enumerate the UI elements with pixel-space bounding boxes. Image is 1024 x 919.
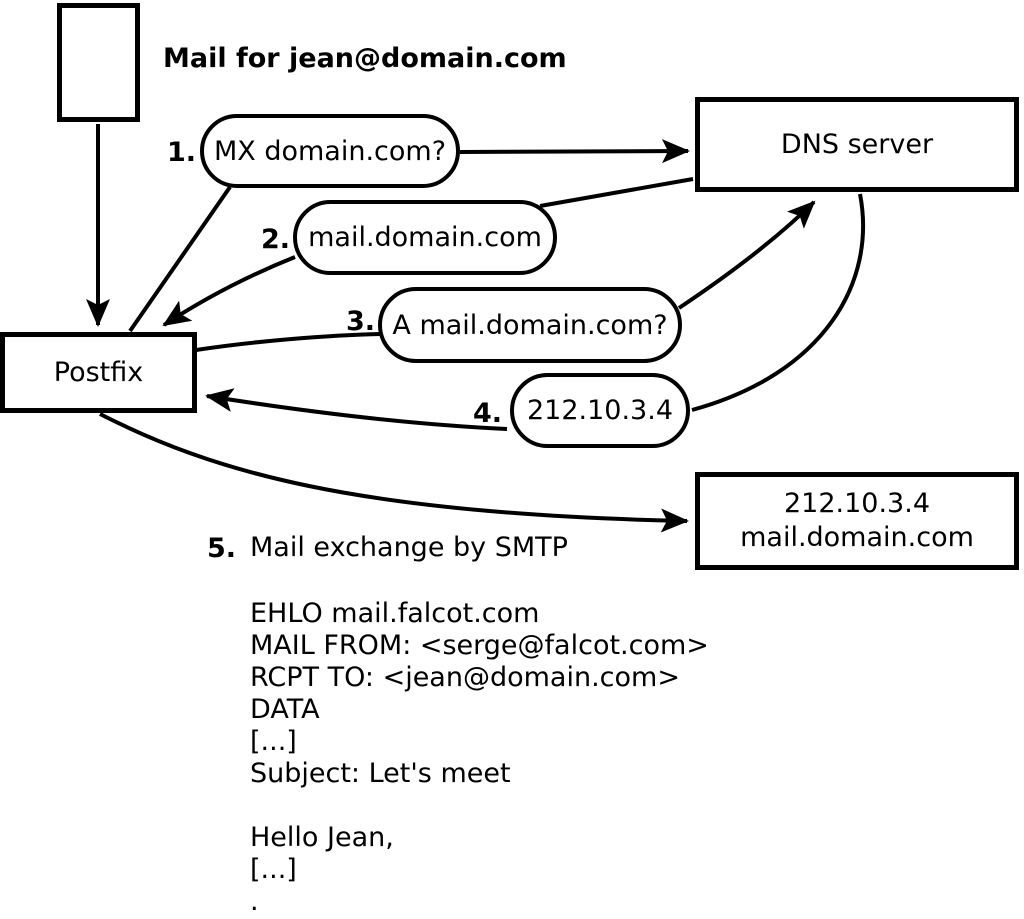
smtp-transcript: EHLO mail.falcot.com MAIL FROM: <serge@f… bbox=[250, 598, 709, 918]
destination-server-node: 212.10.3.4 mail.domain.com bbox=[695, 472, 1019, 570]
dns-server-label: DNS server bbox=[780, 129, 934, 160]
step-4-bubble: 212.10.3.4 bbox=[510, 373, 690, 448]
step-3-bubble: A mail.domain.com? bbox=[378, 287, 682, 363]
smtp-line: EHLO mail.falcot.com bbox=[250, 598, 540, 629]
step-1-label: MX domain.com? bbox=[213, 135, 447, 167]
step-3-number: 3. bbox=[345, 306, 375, 337]
step-5-label: Mail exchange by SMTP bbox=[250, 532, 568, 563]
smtp-line: [...] bbox=[250, 854, 297, 885]
line-postfix-to-step1 bbox=[128, 185, 232, 333]
smtp-line: MAIL FROM: <serge@falcot.com> bbox=[250, 630, 709, 661]
destination-host-label: mail.domain.com bbox=[740, 522, 974, 553]
smtp-line: DATA bbox=[250, 694, 320, 725]
smtp-line: RCPT TO: <jean@domain.com> bbox=[250, 662, 680, 693]
smtp-line-end-dot: . bbox=[250, 886, 259, 917]
arrow-step3-to-dns bbox=[677, 200, 816, 310]
step-2-number: 2. bbox=[260, 224, 290, 255]
line-dns-to-step2 bbox=[539, 177, 694, 208]
step-2-bubble: mail.domain.com bbox=[293, 200, 557, 275]
smtp-line: Subject: Let's meet bbox=[250, 758, 511, 789]
step-5-number: 5. bbox=[207, 533, 237, 564]
postfix-label: Postfix bbox=[53, 357, 144, 388]
message-icon bbox=[57, 3, 140, 122]
step-2-label: mail.domain.com bbox=[308, 222, 542, 253]
step-1-number: 1. bbox=[166, 137, 196, 168]
smtp-line: Hello Jean, bbox=[250, 822, 394, 853]
smtp-line-blank bbox=[250, 790, 709, 822]
line-dns-to-step4 bbox=[691, 193, 866, 412]
arrow-postfix-to-destination bbox=[99, 412, 689, 533]
step-4-number: 4. bbox=[472, 398, 502, 429]
step-1-bubble: MX domain.com? bbox=[200, 114, 460, 188]
step-3-label: A mail.domain.com? bbox=[392, 309, 668, 341]
arrow-step4-to-postfix bbox=[205, 388, 508, 431]
smtp-line: [...] bbox=[250, 726, 297, 757]
arrow-step2-to-postfix bbox=[162, 255, 296, 327]
arrow-step1-to-dns bbox=[459, 139, 690, 164]
destination-ip-label: 212.10.3.4 bbox=[784, 488, 930, 519]
postfix-node: Postfix bbox=[0, 332, 197, 413]
line-postfix-to-step3 bbox=[195, 332, 382, 352]
step-4-label: 212.10.3.4 bbox=[527, 395, 673, 426]
dns-server-node: DNS server bbox=[695, 97, 1019, 192]
mail-note: Mail for jean@domain.com bbox=[163, 43, 567, 74]
